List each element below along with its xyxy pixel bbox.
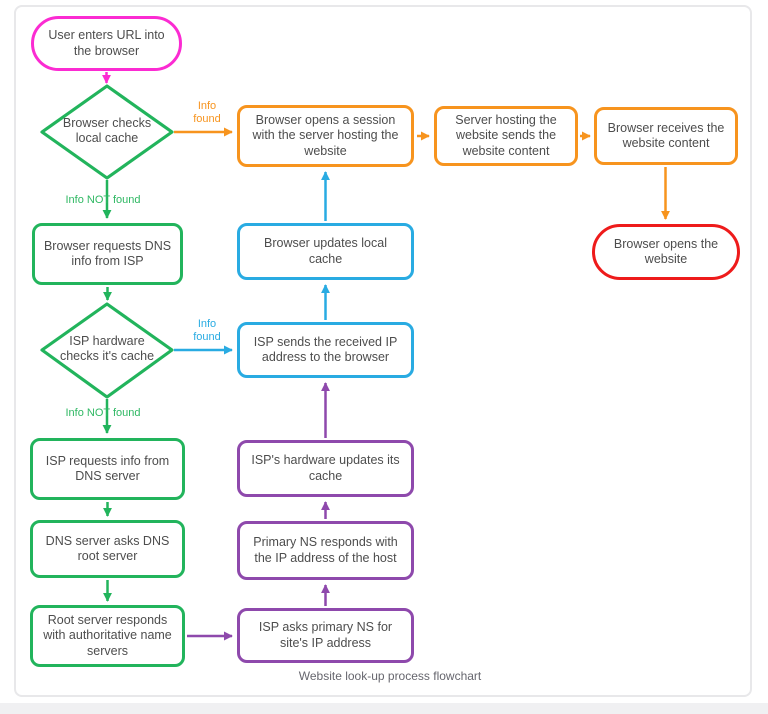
edge-label-info-found-orange: Info found bbox=[193, 100, 221, 126]
node-browser-checks-cache-label: Browser checks local cache bbox=[62, 116, 152, 146]
node-server-sends: Server hosting the website sends the web… bbox=[434, 106, 578, 166]
node-isp-checks-cache-label: ISP hardware checks it's cache bbox=[59, 334, 155, 364]
edge-label-info-not-found-2: Info NOT found bbox=[65, 407, 141, 419]
node-dns-asks-root: DNS server asks DNS root server bbox=[30, 520, 185, 578]
flowchart-caption: Website look-up process flowchart bbox=[298, 669, 482, 683]
node-browser-updates-cache: Browser updates local cache bbox=[237, 223, 414, 280]
node-isp-sends-ip: ISP sends the received IP address to the… bbox=[237, 322, 414, 378]
edge-label-info-found-blue: Info found bbox=[193, 318, 221, 344]
node-root-responds: Root server responds with authoritative … bbox=[30, 605, 185, 667]
node-browser-requests-dns: Browser requests DNS info from ISP bbox=[32, 223, 183, 285]
node-start: User enters URL into the browser bbox=[31, 16, 182, 71]
node-open-session: Browser opens a session with the server … bbox=[237, 105, 414, 167]
node-isp-asks-primary: ISP asks primary NS for site's IP addres… bbox=[237, 608, 414, 663]
node-browser-opens-end: Browser opens the website bbox=[592, 224, 740, 280]
node-isp-requests-info: ISP requests info from DNS server bbox=[30, 438, 185, 500]
node-isp-hw-updates: ISP's hardware updates its cache bbox=[237, 440, 414, 497]
node-primary-ns-responds: Primary NS responds with the IP address … bbox=[237, 521, 414, 580]
edge-label-info-not-found-1: Info NOT found bbox=[65, 194, 141, 206]
page-background-strip bbox=[0, 703, 768, 714]
node-browser-receives: Browser receives the website content bbox=[594, 107, 738, 165]
